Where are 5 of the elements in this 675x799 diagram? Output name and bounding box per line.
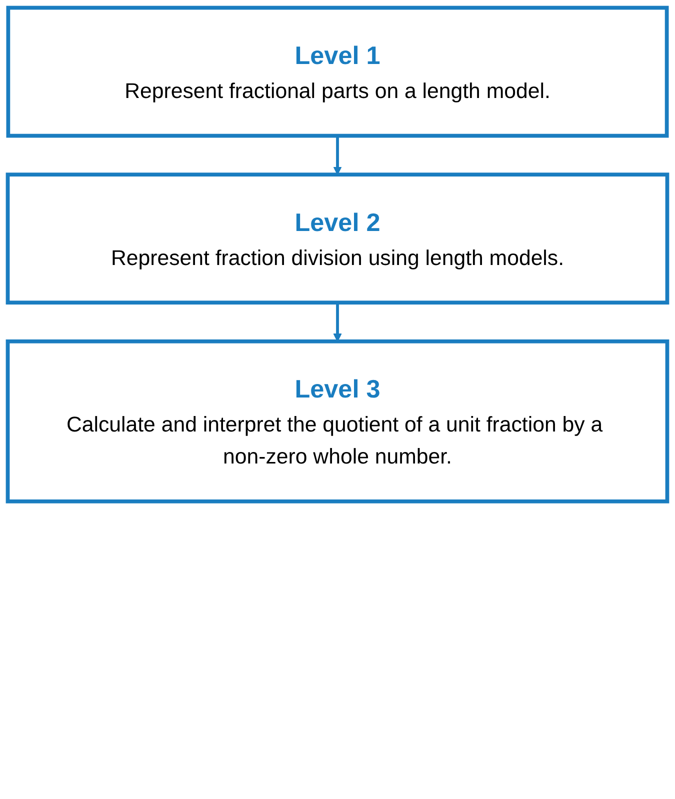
arrow (333, 136, 342, 175)
node-box: Level 1 Represent fractional parts on a length model. (6, 6, 669, 138)
arrow (333, 302, 342, 342)
node-box: Level 2 Represent fraction division using length models. (6, 172, 670, 305)
node-box: Level 3 Calculate and interpret the quotient of a unit fraction by a non-zero whole number. (6, 339, 670, 504)
